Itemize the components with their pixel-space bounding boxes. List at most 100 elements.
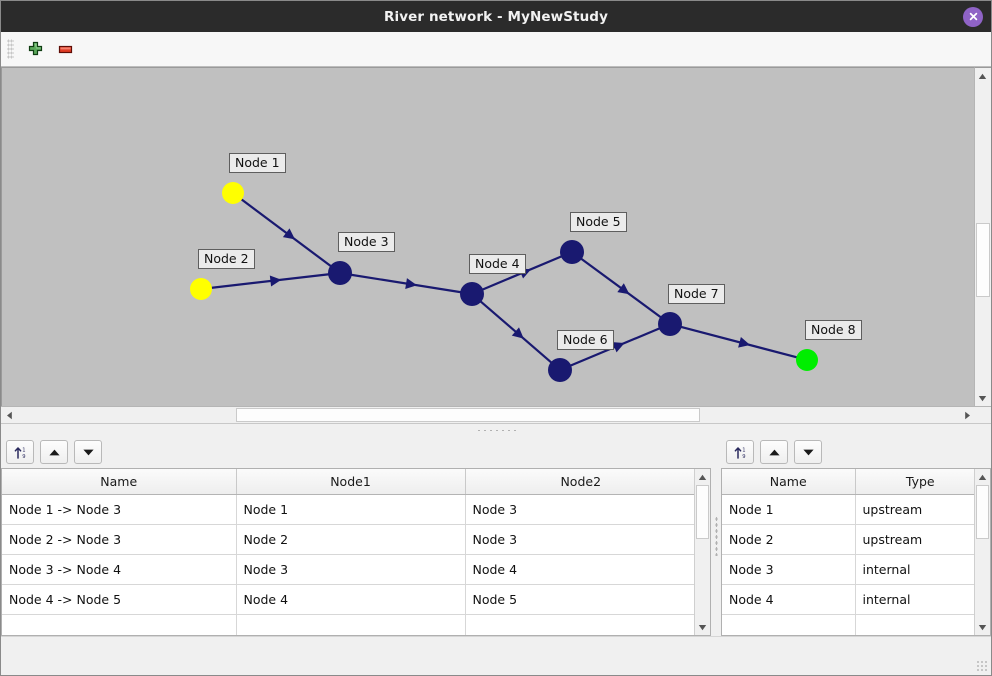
reaches-table-cell[interactable]: Node 3 (236, 554, 466, 585)
reaches-column-header-0[interactable]: Name (2, 469, 237, 495)
nodes-sort-button[interactable]: 1 9 (726, 440, 754, 464)
graph-node-node-4[interactable] (460, 282, 484, 306)
reaches-vscroll-thumb[interactable] (696, 485, 709, 539)
reaches-sort-button[interactable]: 1 9 (6, 440, 34, 464)
triangle-up-icon (978, 474, 987, 480)
node-label-node-5[interactable]: Node 5 (570, 212, 627, 232)
graph-area: Node 1 Node 2 Node 3 Node 4 Node 5 Node 6 Node… (1, 67, 991, 423)
nodes-column-header-1[interactable]: Type (855, 469, 974, 495)
remove-node-button[interactable] (50, 35, 80, 63)
nodes-table-cell[interactable]: Node 4 (722, 584, 856, 615)
nodes-toolbar: 1 9 (721, 436, 991, 468)
reaches-table-cell[interactable]: Node 3 (465, 494, 694, 525)
close-window-button[interactable] (963, 6, 983, 27)
node-label-node-8[interactable]: Node 8 (805, 320, 862, 340)
window-resize-grip[interactable] (976, 660, 988, 672)
reaches-scroll-up-button[interactable] (695, 469, 710, 485)
nodes-table-cell[interactable] (722, 614, 856, 635)
nodes-move-down-button[interactable] (794, 440, 822, 464)
reaches-table-cell[interactable] (465, 614, 694, 635)
reaches-move-down-button[interactable] (74, 440, 102, 464)
reaches-move-up-button[interactable] (40, 440, 68, 464)
nodes-table-cell[interactable]: internal (855, 584, 974, 615)
edge-Node2-Node3[interactable] (210, 273, 330, 289)
reaches-table-cell[interactable] (236, 614, 466, 635)
reaches-table-cell[interactable]: Node 1 (236, 494, 466, 525)
graph-node-node-1[interactable] (222, 182, 244, 204)
nodes-vertical-scrollbar[interactable] (974, 469, 990, 635)
scroll-left-button[interactable] (1, 407, 17, 423)
reaches-table-cell[interactable]: Node 4 (465, 554, 694, 585)
graph-node-node-2[interactable] (190, 278, 212, 300)
nodes-table-cell[interactable] (855, 614, 974, 635)
nodes-scroll-up-button[interactable] (975, 469, 990, 485)
canvas-vscroll-thumb[interactable] (976, 223, 990, 297)
add-node-button[interactable] (20, 35, 50, 63)
nodes-vscroll-thumb[interactable] (976, 485, 989, 539)
reaches-table-cell[interactable]: Node 3 (465, 524, 694, 555)
edge-Node3-Node4[interactable] (350, 273, 462, 294)
reaches-scroll-down-button[interactable] (695, 619, 710, 635)
reaches-table-cell[interactable]: Node 3 -> Node 4 (2, 554, 237, 585)
remove-node-icon (58, 45, 72, 53)
node-label-node-3[interactable]: Node 3 (338, 232, 395, 252)
scroll-right-button[interactable] (959, 407, 975, 423)
reaches-table-cell[interactable]: Node 4 (236, 584, 466, 615)
nodes-table-cell[interactable]: Node 3 (722, 554, 856, 585)
nodes-move-up-button[interactable] (760, 440, 788, 464)
canvas-horizontal-scrollbar[interactable] (1, 406, 991, 423)
triangle-up-icon (698, 474, 707, 480)
scroll-down-button[interactable] (975, 390, 990, 406)
reaches-table-cell[interactable]: Node 2 (236, 524, 466, 555)
edge-arrow-icon (612, 342, 625, 353)
node-label-node-4[interactable]: Node 4 (469, 254, 526, 274)
scroll-up-button[interactable] (975, 68, 990, 84)
edge-Node1-Node3[interactable] (240, 198, 332, 268)
arrow-down-icon (82, 449, 94, 455)
node-label-node-2[interactable]: Node 2 (198, 249, 255, 269)
nodes-table-cell[interactable]: internal (855, 554, 974, 585)
nodes-scroll-down-button[interactable] (975, 619, 990, 635)
graph-node-node-8[interactable] (796, 349, 818, 371)
reaches-table-cell[interactable]: Node 2 -> Node 3 (2, 524, 237, 555)
canvas-vertical-scrollbar[interactable] (974, 67, 991, 406)
reaches-vertical-scrollbar[interactable] (694, 469, 710, 635)
edge-arrow-icon (511, 327, 524, 339)
network-diagram-canvas[interactable]: Node 1 Node 2 Node 3 Node 4 Node 5 Node 6 Node… (1, 67, 974, 406)
reaches-table-cell[interactable]: Node 4 -> Node 5 (2, 584, 237, 615)
nodes-table-row[interactable] (722, 614, 974, 635)
reaches-table-row[interactable] (2, 614, 694, 635)
graph-node-node-5[interactable] (560, 240, 584, 264)
graph-node-node-7[interactable] (658, 312, 682, 336)
graph-node-node-6[interactable] (548, 358, 572, 382)
nodes-table-cell[interactable]: upstream (855, 494, 974, 525)
horizontal-splitter[interactable] (1, 423, 991, 436)
reaches-column-header-1[interactable]: Node1 (236, 469, 466, 495)
reaches-table-cell[interactable]: Node 5 (465, 584, 694, 615)
reaches-table-cell[interactable]: Node 1 -> Node 3 (2, 494, 237, 525)
nodes-table-cell[interactable]: Node 1 (722, 494, 856, 525)
edge-Node7-Node8[interactable] (680, 325, 798, 359)
node-label-node-1[interactable]: Node 1 (229, 153, 286, 173)
graph-node-node-3[interactable] (328, 261, 352, 285)
reaches-table-cell[interactable] (2, 614, 237, 635)
toolbar-drag-handle[interactable] (7, 39, 14, 59)
nodes-table-cell[interactable]: Node 2 (722, 524, 856, 555)
reaches-column-header-2[interactable]: Node2 (465, 469, 694, 495)
nodes-column-header-0[interactable]: Name (722, 469, 856, 495)
nodes-table-cell[interactable]: upstream (855, 524, 974, 555)
vertical-splitter[interactable] (711, 436, 721, 636)
node-label-node-6[interactable]: Node 6 (557, 330, 614, 350)
node-label-node-7[interactable]: Node 7 (668, 284, 725, 304)
canvas-hscroll-thumb[interactable] (236, 408, 700, 422)
